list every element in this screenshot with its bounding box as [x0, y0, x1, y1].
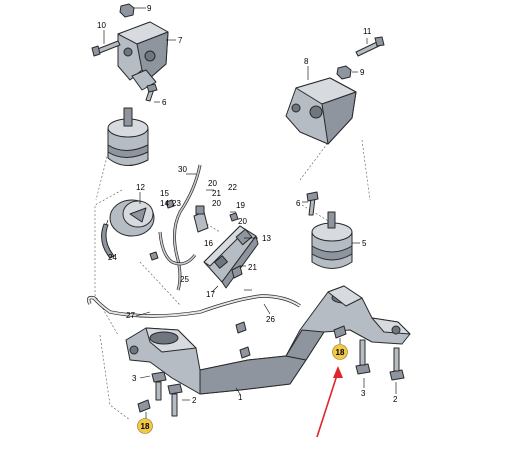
- bolt-2-left: [167, 383, 183, 417]
- small-stud-18-left: [137, 399, 151, 413]
- red-pointer-arrow: [316, 366, 343, 438]
- bolt-6-right: [306, 191, 319, 216]
- callout-3-right: 3: [361, 389, 366, 398]
- leader-lines: [103, 7, 397, 420]
- callout-20-mid: 20: [212, 199, 221, 208]
- callout-10: 10: [97, 21, 106, 30]
- engine-bracket-left: [117, 21, 169, 91]
- callout-15: 15: [160, 189, 169, 198]
- callout-19-top: 19: [236, 201, 245, 210]
- callout-30: 30: [178, 165, 187, 174]
- callout-6-left: 6: [162, 98, 167, 107]
- bolt-6-left: [145, 83, 158, 102]
- badge-18-left-label: 18: [141, 422, 150, 431]
- vacuum-hoses: [158, 164, 202, 291]
- callout-7: 7: [178, 36, 183, 45]
- engine-mount-right: [311, 211, 353, 269]
- callout-8: 8: [304, 57, 309, 66]
- callout-5: 5: [362, 239, 367, 248]
- callout-13: 13: [262, 234, 271, 243]
- control-module: [203, 225, 259, 289]
- callout-24: 24: [108, 253, 117, 262]
- nut-9-left: [119, 3, 135, 18]
- engine-bracket-right: [285, 77, 357, 145]
- engine-mount-left: [107, 107, 149, 166]
- callout-23: 23: [172, 199, 181, 208]
- callout-27: 27: [126, 311, 135, 320]
- hose-connector-16: [193, 205, 209, 233]
- nut-9-right: [336, 65, 352, 80]
- callout-25: 25: [180, 275, 189, 284]
- bolt-3-left: [151, 371, 167, 401]
- small-clips: [149, 199, 251, 359]
- callout-6-right: 6: [296, 199, 301, 208]
- callout-16: 16: [204, 239, 213, 248]
- callout-3-left: 3: [132, 374, 137, 383]
- vacuum-reservoir: [101, 199, 155, 259]
- bolt-3-right: [355, 339, 371, 375]
- subframe-crossmember: [125, 285, 411, 395]
- callout-21-top: 21: [212, 189, 221, 198]
- small-stud-18-right: [333, 325, 347, 339]
- vacuum-pipe: [86, 294, 301, 318]
- callout-26: 26: [266, 315, 275, 324]
- callout-14: 14: [160, 199, 169, 208]
- badge-18-right: 18: [332, 344, 348, 360]
- bolt-2-right: [389, 347, 405, 381]
- badge-18-right-label: 18: [336, 348, 345, 357]
- callout-numbers: 9 10 7 6 11 8 9 8 6 5 4 30 20 22 21 12 1…: [97, 4, 398, 405]
- callout-20-top: 20: [208, 179, 217, 188]
- callout-9-right: 9: [360, 68, 365, 77]
- callout-2-left: 2: [192, 396, 197, 405]
- callout-21-right: 21: [248, 263, 257, 272]
- badge-18-left: 18: [137, 418, 153, 434]
- callout-9-top-left: 9: [147, 4, 152, 13]
- callout-22: 22: [228, 183, 237, 192]
- callout-20-right: 20: [238, 217, 247, 226]
- callout-17: 17: [206, 290, 215, 299]
- bolt-10: [91, 40, 121, 57]
- callout-2-right: 2: [393, 395, 398, 404]
- callout-1: 1: [238, 393, 243, 402]
- callout-12: 12: [136, 183, 145, 192]
- callout-11: 11: [363, 27, 372, 36]
- bolt-11: [355, 36, 385, 57]
